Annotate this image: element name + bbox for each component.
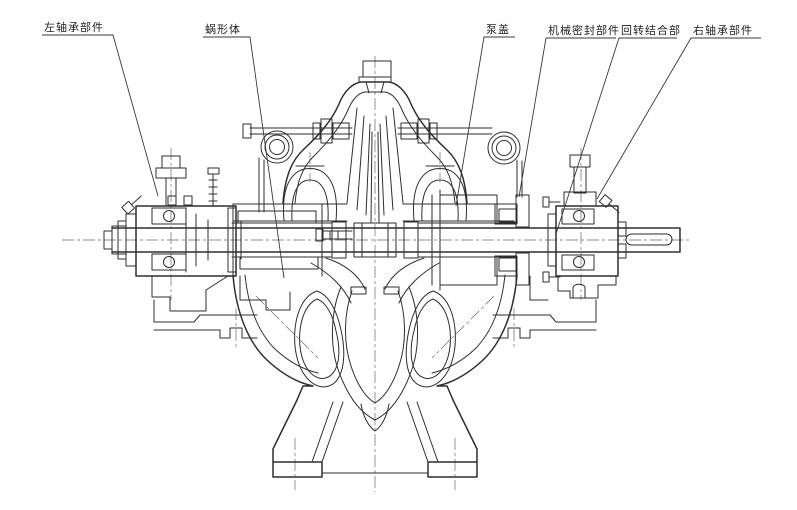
callout-mechanical-seal: 机械密封部件 [518, 23, 620, 198]
pedestal-base [272, 399, 478, 478]
callout-pump-cover: 泵盖 [455, 22, 515, 207]
centerlines [62, 56, 692, 492]
callout-right-bearing-label: 右轴承部件 [693, 23, 753, 37]
callout-volute-body-label: 蜗形体 [205, 22, 241, 36]
right-bearing-assembly [492, 154, 627, 339]
grease-fitting-left [121, 195, 142, 215]
callout-left-bearing: 左轴承部件 [42, 20, 159, 197]
stuffing-box-left [207, 167, 323, 311]
callouts: 左轴承部件 蜗形体 泵盖 机械密封部件 回转结合部 右轴承部件 [42, 20, 761, 279]
suction-lobes-upper [283, 152, 467, 222]
callout-rotary-joint-label: 回转结合部 [621, 23, 681, 37]
seal-flush-piping [242, 118, 523, 213]
left-bearing-assembly [117, 155, 258, 339]
grease-fitting-right [598, 194, 620, 213]
volute-body-lower [232, 257, 518, 432]
shaft-keyway [625, 233, 673, 246]
callout-right-bearing: 右轴承部件 [596, 23, 761, 200]
pump-cover-and-seal [431, 189, 561, 301]
callout-pump-cover-label: 泵盖 [486, 22, 510, 36]
volute-dome [232, 81, 515, 223]
air-vent-plug [358, 60, 392, 94]
callout-rotary-joint: 回转结合部 [555, 23, 681, 235]
callout-left-bearing-label: 左轴承部件 [44, 20, 104, 34]
callout-volute-body: 蜗形体 [203, 22, 285, 279]
callout-mechanical-seal-label: 机械密封部件 [548, 23, 620, 37]
